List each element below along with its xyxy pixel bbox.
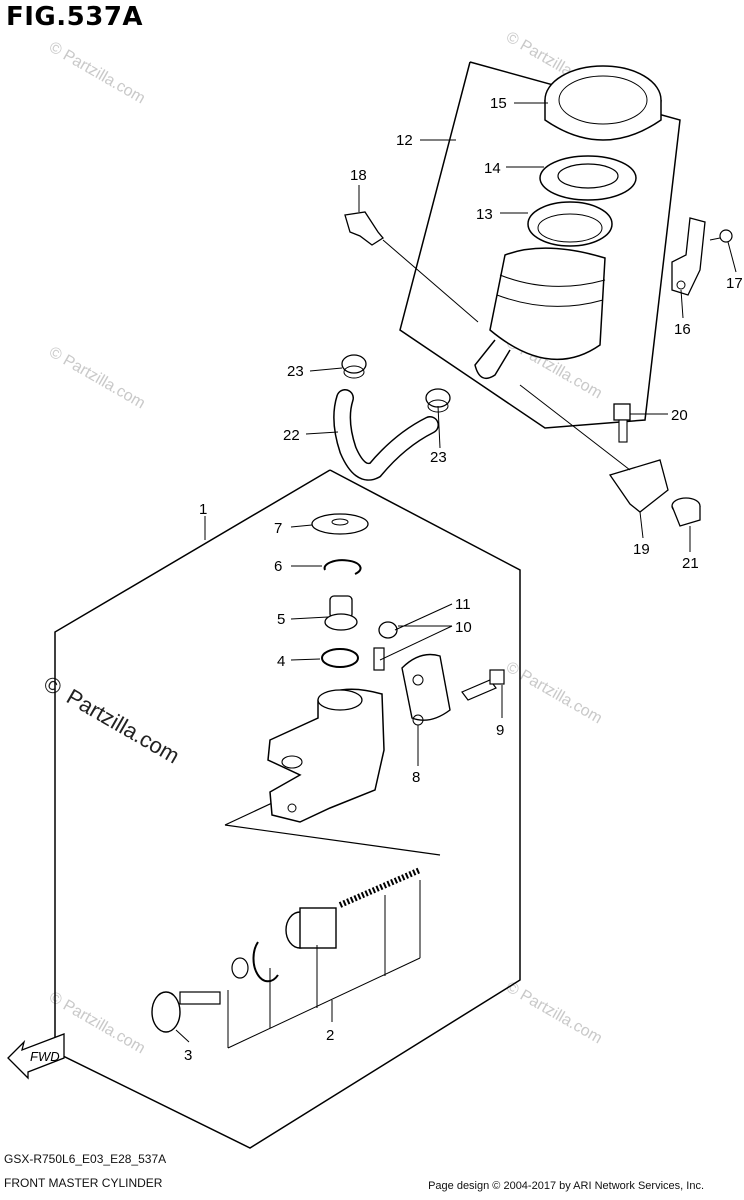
callout-7: 7: [274, 520, 282, 537]
callout-22: 22: [283, 427, 300, 444]
callout-20: 20: [671, 407, 688, 424]
spring: [338, 867, 422, 908]
callout-8: 8: [412, 769, 420, 786]
callout-21: 21: [682, 555, 699, 572]
fwd-label: FWD: [30, 1049, 60, 1064]
callout-5: 5: [277, 611, 285, 628]
callout-1: 1: [199, 501, 207, 518]
callout-15: 15: [490, 95, 507, 112]
figure-model-code: GSX-R750L6_E03_E28_537A: [4, 1152, 167, 1166]
figure-title: FIG.537A: [6, 2, 144, 32]
callout-23b: 23: [430, 449, 447, 466]
callout-2: 2: [326, 1027, 334, 1044]
bolt-9: [461, 669, 505, 701]
watermark-text: Partzilla.com: [62, 684, 184, 769]
hose-22: [333, 389, 439, 481]
grommet-21: [671, 497, 701, 527]
callout-6: 6: [274, 558, 282, 575]
callout-9: 9: [496, 722, 504, 739]
reservoir-body: [474, 201, 613, 380]
svg-text:© Partzilla.com: © Partzilla.com: [46, 344, 148, 413]
reservoir-cap: [544, 65, 662, 141]
fwd-arrow: FWD: [7, 1033, 65, 1080]
piston: [285, 907, 337, 949]
leader-lines: [175, 102, 737, 1043]
callout-11: 11: [455, 596, 471, 613]
figure-name: FRONT MASTER CYLINDER: [4, 1176, 163, 1190]
assembly-1-divider: [224, 824, 441, 856]
watermarks: © Partzilla.com © Partzilla.com © Partzi…: [46, 29, 605, 1058]
callout-10: 10: [455, 619, 472, 636]
callout-17: 17: [726, 275, 743, 292]
callout-19: 19: [633, 541, 650, 558]
bracket-19: [519, 384, 669, 513]
assembly-1-outline: [54, 469, 521, 1149]
callout-14: 14: [484, 160, 501, 177]
cap-11: [378, 621, 398, 639]
svg-text:© Partzilla.com: © Partzilla.com: [503, 659, 605, 728]
callout-13: 13: [476, 206, 493, 223]
master-cylinder-body: [267, 688, 385, 823]
holder-8: [401, 653, 451, 726]
bolt-18: [344, 211, 479, 323]
callout-12: 12: [396, 132, 413, 149]
bleeder-10: [373, 647, 385, 671]
screw-17: [709, 229, 733, 243]
svg-text:© Partzilla.com: © Partzilla.com: [503, 979, 605, 1048]
callout-23a: 23: [287, 363, 304, 380]
svg-text:© Partzilla.com: © Partzilla.com: [46, 39, 148, 108]
callout-3: 3: [184, 1047, 192, 1064]
connector-5: [324, 595, 358, 631]
callout-numbers: 1 2 3 4 5 6 7 8 9 10 11 12 13 14 15 16 1…: [184, 95, 743, 1064]
clamp-23a: [341, 354, 367, 379]
callout-4: 4: [277, 653, 285, 670]
cap-7: [311, 513, 369, 535]
oring-4: [321, 648, 359, 668]
diaphragm-ring: [539, 155, 637, 201]
bolt-20: [613, 403, 631, 443]
footer-copyright: Page design © 2004-2017 by ARI Network S…: [428, 1180, 704, 1192]
callout-16: 16: [674, 321, 691, 338]
bracket-16: [671, 217, 706, 296]
circlip-6: [323, 559, 362, 575]
watermark-symbol: ©: [40, 671, 67, 701]
circlip-2: [252, 941, 279, 983]
callout-18: 18: [350, 167, 367, 184]
pushrod-3: [151, 957, 249, 1033]
main-watermark: © Partzilla.com: [40, 671, 184, 769]
svg-text:© Partzilla.com: © Partzilla.com: [40, 671, 184, 769]
piston-kit-bracket: [227, 880, 421, 1049]
